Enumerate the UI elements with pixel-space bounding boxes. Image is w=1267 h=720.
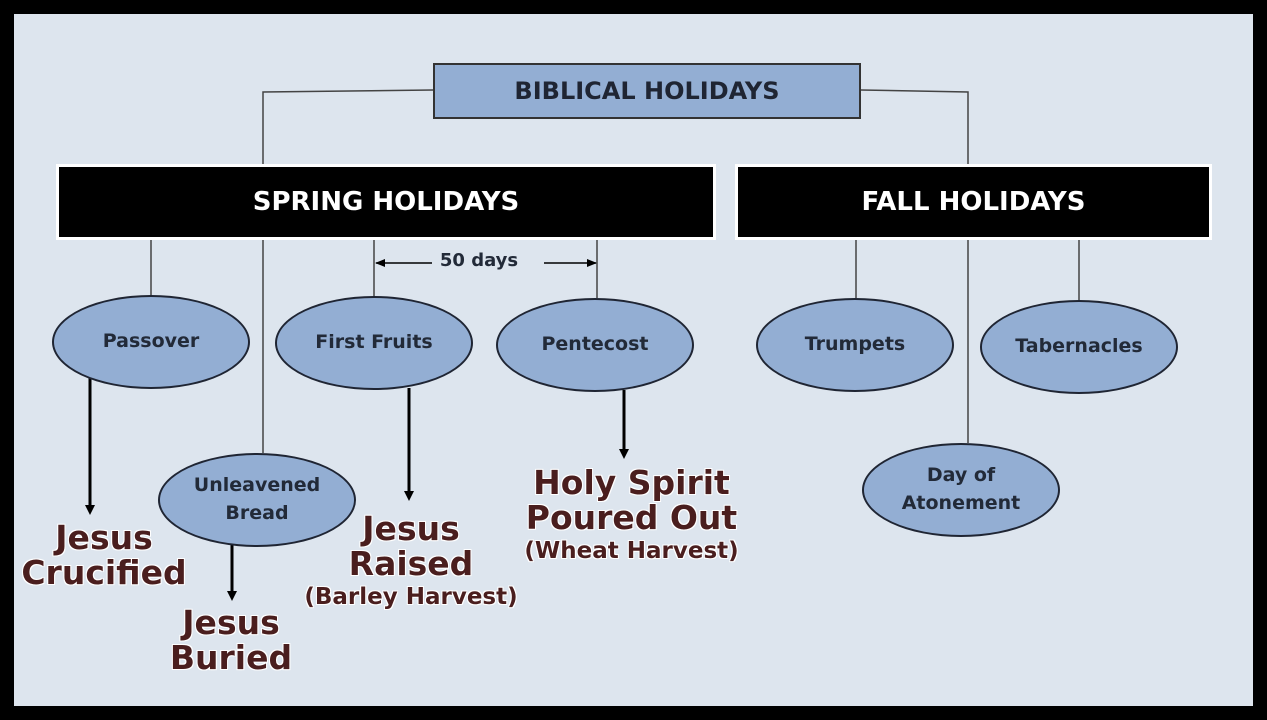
passover-note-line2: Crucified	[21, 552, 187, 592]
trumpets-node: Trumpets	[756, 298, 954, 392]
line-title-to-spring	[262, 89, 434, 164]
fall-holidays-box: FALL HOLIDAYS	[735, 164, 1212, 240]
firstfruits-note-line1: Jesus	[362, 509, 460, 548]
barley-harvest-label: (Barley Harvest)	[304, 584, 518, 611]
unleavened-bread-label: Unleavened Bread	[194, 472, 320, 527]
pentecost-note-line1: Holy Spirit	[533, 463, 730, 502]
unleavened-bread-line2: Bread	[225, 502, 289, 524]
first-fruits-label: First Fruits	[315, 331, 433, 354]
pentecost-label: Pentecost	[541, 333, 649, 356]
day-of-atonement-node: Day of Atonement	[862, 443, 1060, 537]
unleavened-bread-line1: Unleavened	[193, 474, 321, 497]
trumpets-label: Trumpets	[804, 333, 906, 356]
pentecost-node: Pentecost	[496, 298, 694, 392]
firstfruits-note-line2: Raised	[348, 543, 474, 583]
pentecost-note: Holy Spirit Poured Out (Wheat Harvest)	[504, 463, 759, 565]
connector-lines	[85, 89, 1080, 601]
first-fruits-note: Jesus Raised (Barley Harvest)	[296, 509, 526, 611]
passover-label: Passover	[102, 330, 200, 353]
passover-note: Jesus Crucified	[14, 518, 194, 592]
day-of-atonement-line2: Atonement	[901, 492, 1021, 514]
unleavened-note-line2: Buried	[169, 637, 293, 677]
tabernacles-label: Tabernacles	[1015, 335, 1143, 358]
spring-holidays-label: SPRING HOLIDAYS	[252, 187, 520, 217]
unleavened-note-line1: Jesus	[182, 603, 280, 642]
line-title-to-fall	[860, 89, 969, 164]
first-fruits-node: First Fruits	[275, 296, 473, 390]
spring-holidays-box: SPRING HOLIDAYS	[56, 164, 716, 240]
title-box: BIBLICAL HOLIDAYS	[433, 63, 861, 119]
unleavened-bread-node: Unleavened Bread	[158, 453, 356, 547]
title-text: BIBLICAL HOLIDAYS	[514, 77, 780, 105]
wheat-harvest-label: (Wheat Harvest)	[524, 538, 739, 565]
unleavened-bread-note: Jesus Buried	[146, 603, 316, 677]
day-of-atonement-line1: Day of	[926, 464, 996, 487]
tabernacles-node: Tabernacles	[980, 300, 1178, 394]
passover-note-line1: Jesus	[55, 518, 153, 557]
diagram-canvas: BIBLICAL HOLIDAYS SPRING HOLIDAYS FALL H…	[14, 14, 1253, 706]
fall-holidays-label: FALL HOLIDAYS	[861, 187, 1086, 217]
pentecost-note-line2: Poured Out	[525, 497, 738, 537]
passover-node: Passover	[52, 295, 250, 389]
day-of-atonement-label: Day of Atonement	[902, 462, 1021, 517]
fifty-days-label: 50 days	[439, 250, 519, 271]
